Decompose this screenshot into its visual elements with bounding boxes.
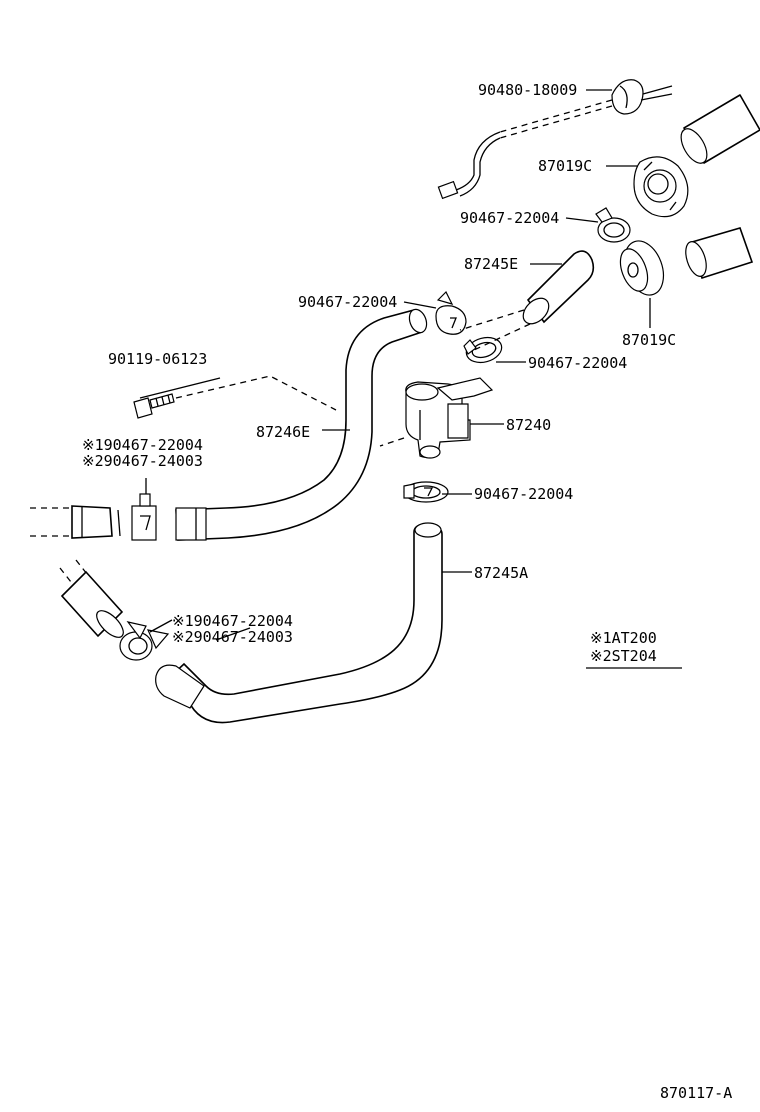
water-valve-87240 xyxy=(405,377,494,459)
drawing-number-text: 870117-A xyxy=(660,1084,732,1102)
label-87019c-bottom: 87019C xyxy=(622,331,676,349)
left-pipe xyxy=(30,505,121,539)
dashed-leader-bolt xyxy=(175,375,337,411)
clamp-90467-22004-d xyxy=(403,481,449,503)
hose-87245e xyxy=(522,250,595,325)
label-87019c-top: 87019C xyxy=(538,157,592,175)
clamp-90467-22004-top xyxy=(595,207,631,243)
leader-lines xyxy=(139,89,651,641)
label-90467-22004-a: 90467-22004 xyxy=(460,209,559,227)
dashed-leader-valve xyxy=(379,437,405,447)
model-legend: ※1AT200 ※2ST204 xyxy=(586,629,682,669)
label-90480-18009: 90480-18009 xyxy=(478,81,577,99)
legend-line-2: ※2ST204 xyxy=(590,647,657,665)
hose-87246e xyxy=(175,308,428,541)
clamp-90467-22004-b xyxy=(435,290,467,335)
heater-pipe-upper xyxy=(680,94,760,164)
clip-lower xyxy=(119,621,170,661)
label-clip-left-2: ※290467-24003 xyxy=(82,452,203,470)
label-87245a: 87245A xyxy=(474,564,528,582)
label-87245e: 87245E xyxy=(464,255,518,273)
label-90467-22004-c: 90467-22004 xyxy=(528,354,627,372)
dashed-leader-87245e xyxy=(459,309,525,331)
lower-left-pipe xyxy=(59,559,124,638)
label-87246e: 87246E xyxy=(256,423,310,441)
clamp-90467-22004-c xyxy=(463,336,503,364)
drawing-number: 870117-A xyxy=(660,1084,732,1102)
hose-87245a xyxy=(155,522,443,724)
bolt-90119-06123 xyxy=(133,393,175,419)
label-90467-22004-d: 90467-22004 xyxy=(474,485,573,503)
heater-pipe-lower xyxy=(685,227,754,280)
label-90467-22004-b: 90467-22004 xyxy=(298,293,397,311)
label-87240: 87240 xyxy=(506,416,551,434)
label-clip-left-1: ※190467-22004 xyxy=(82,436,203,454)
part-labels: 90480-18009 87019C 90467-22004 87245E 90… xyxy=(82,81,676,646)
label-clip-lower-1: ※190467-22004 xyxy=(172,612,293,630)
grommet-87019c-top xyxy=(633,156,689,218)
clip-left xyxy=(131,493,157,541)
grommet-87019c-bottom xyxy=(619,240,665,296)
label-90119-06123: 90119-06123 xyxy=(108,350,207,368)
legend-line-1: ※1AT200 xyxy=(590,629,657,647)
label-clip-lower-2: ※290467-24003 xyxy=(172,628,293,646)
cable-90480-18009 xyxy=(437,79,673,200)
